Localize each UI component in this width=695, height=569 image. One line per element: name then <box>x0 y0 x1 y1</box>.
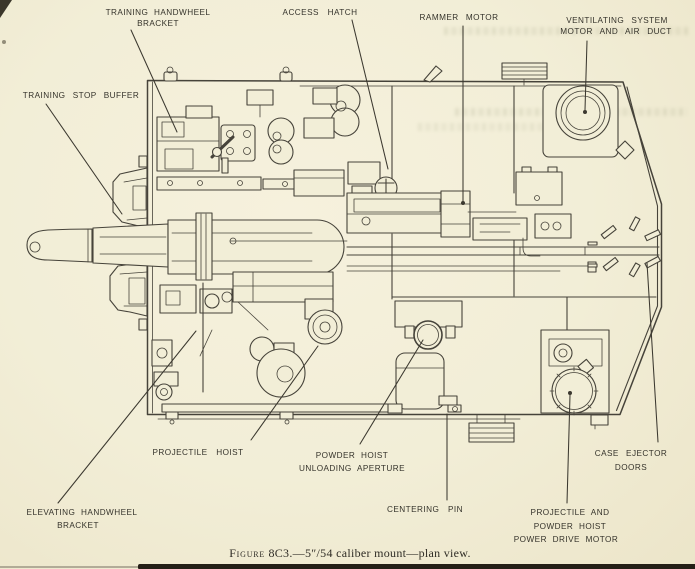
recoil-slide <box>167 219 345 275</box>
powder-hoist-assembly <box>394 300 463 410</box>
leader-projectile-hoist <box>250 345 319 441</box>
label-access-hatch: ACCESS HATCH <box>283 8 358 17</box>
label-case-ejector-doors-2: DOORS <box>615 463 647 472</box>
scan-edge-shadow-faint <box>0 566 140 568</box>
power-drive-motor-assembly <box>540 329 610 416</box>
leader-powder-hoist-aperture <box>359 339 424 445</box>
label-case-ejector-doors: CASE EJECTOR <box>595 449 668 458</box>
leader-power-drive-motor <box>566 394 571 504</box>
elevating-handwheel-hub <box>155 383 173 401</box>
figure-caption: Figure 8C3.—5″/54 caliber mount—plan vie… <box>150 546 550 561</box>
deck-cleat-icon <box>163 65 443 83</box>
label-elevating-handwheel-bracket-2: BRACKET <box>57 521 99 530</box>
bleed-through-text-middle-2 <box>418 123 614 131</box>
label-ventilating-system-2: MOTOR AND AIR DUCT <box>560 27 672 36</box>
label-training-handwheel-bracket: TRAINING HANDWHEEL <box>106 8 211 17</box>
projectile-hoist-assembly <box>151 271 403 425</box>
label-ventilating-system: VENTILATING SYSTEM <box>566 16 668 25</box>
label-powder-hoist-aperture: POWDER HOIST <box>316 451 389 460</box>
label-training-stop-buffer: TRAINING STOP BUFFER <box>23 91 139 100</box>
leader-access-hatch <box>351 19 389 170</box>
label-centering-pin: CENTERING PIN <box>387 505 463 514</box>
label-power-drive-motor-2: POWDER HOIST <box>534 522 607 531</box>
motor-bolt-ring <box>549 366 599 416</box>
scan-speck <box>2 40 6 44</box>
projectile-hoist-head <box>307 309 343 345</box>
figure-caption-text: 8C3.—5″/54 caliber mount—plan view. <box>268 546 471 560</box>
callout-labels: TRAINING HANDWHEEL BRACKET ACCESS HATCH … <box>23 8 672 544</box>
slide-collar <box>195 212 213 281</box>
internal-bulkheads <box>391 85 657 331</box>
label-power-drive-motor-3: POWER DRIVE MOTOR <box>514 535 618 544</box>
scan-edge-shadow <box>138 564 695 569</box>
label-elevating-handwheel-bracket: ELEVATING HANDWHEEL <box>27 508 138 517</box>
ventilating-motor-assembly <box>501 62 635 160</box>
leader-elevating-handwheel-bracket <box>57 330 197 504</box>
figure-caption-word: Figure <box>229 546 266 560</box>
training-stop-buffer-assembly <box>109 155 148 331</box>
leader-training-stop-buffer <box>45 103 123 215</box>
centering-pin-assembly <box>438 395 462 413</box>
label-powder-hoist-aperture-2: UNLOADING APERTURE <box>299 464 405 473</box>
hoist-drive-disc <box>256 348 306 398</box>
vent-diamond-plate <box>615 140 635 160</box>
gun-barrel <box>26 212 345 281</box>
label-projectile-hoist: PROJECTILE HOIST <box>153 448 244 457</box>
leader-training-handwheel-bracket <box>130 29 178 133</box>
label-training-handwheel-bracket-2: BRACKET <box>137 19 179 28</box>
powder-hoist-unloading-aperture <box>413 320 443 350</box>
leader-lines <box>45 19 659 504</box>
base-ring-foot <box>468 414 609 443</box>
label-power-drive-motor: PROJECTILE AND <box>531 508 610 517</box>
case-ejector-doors-assembly <box>587 216 662 278</box>
training-handwheel-bracket-assembly <box>156 84 361 245</box>
rammer-assembly <box>346 166 660 273</box>
mount-outline <box>146 65 663 420</box>
handwheel-crank-icon <box>210 135 235 159</box>
label-rammer-motor: RAMMER MOTOR <box>420 13 499 22</box>
bleed-through-text-top <box>444 27 688 35</box>
leader-ventilating-system <box>584 40 588 111</box>
leader-case-ejector-doors <box>646 262 659 443</box>
rammer-motor <box>440 190 471 238</box>
